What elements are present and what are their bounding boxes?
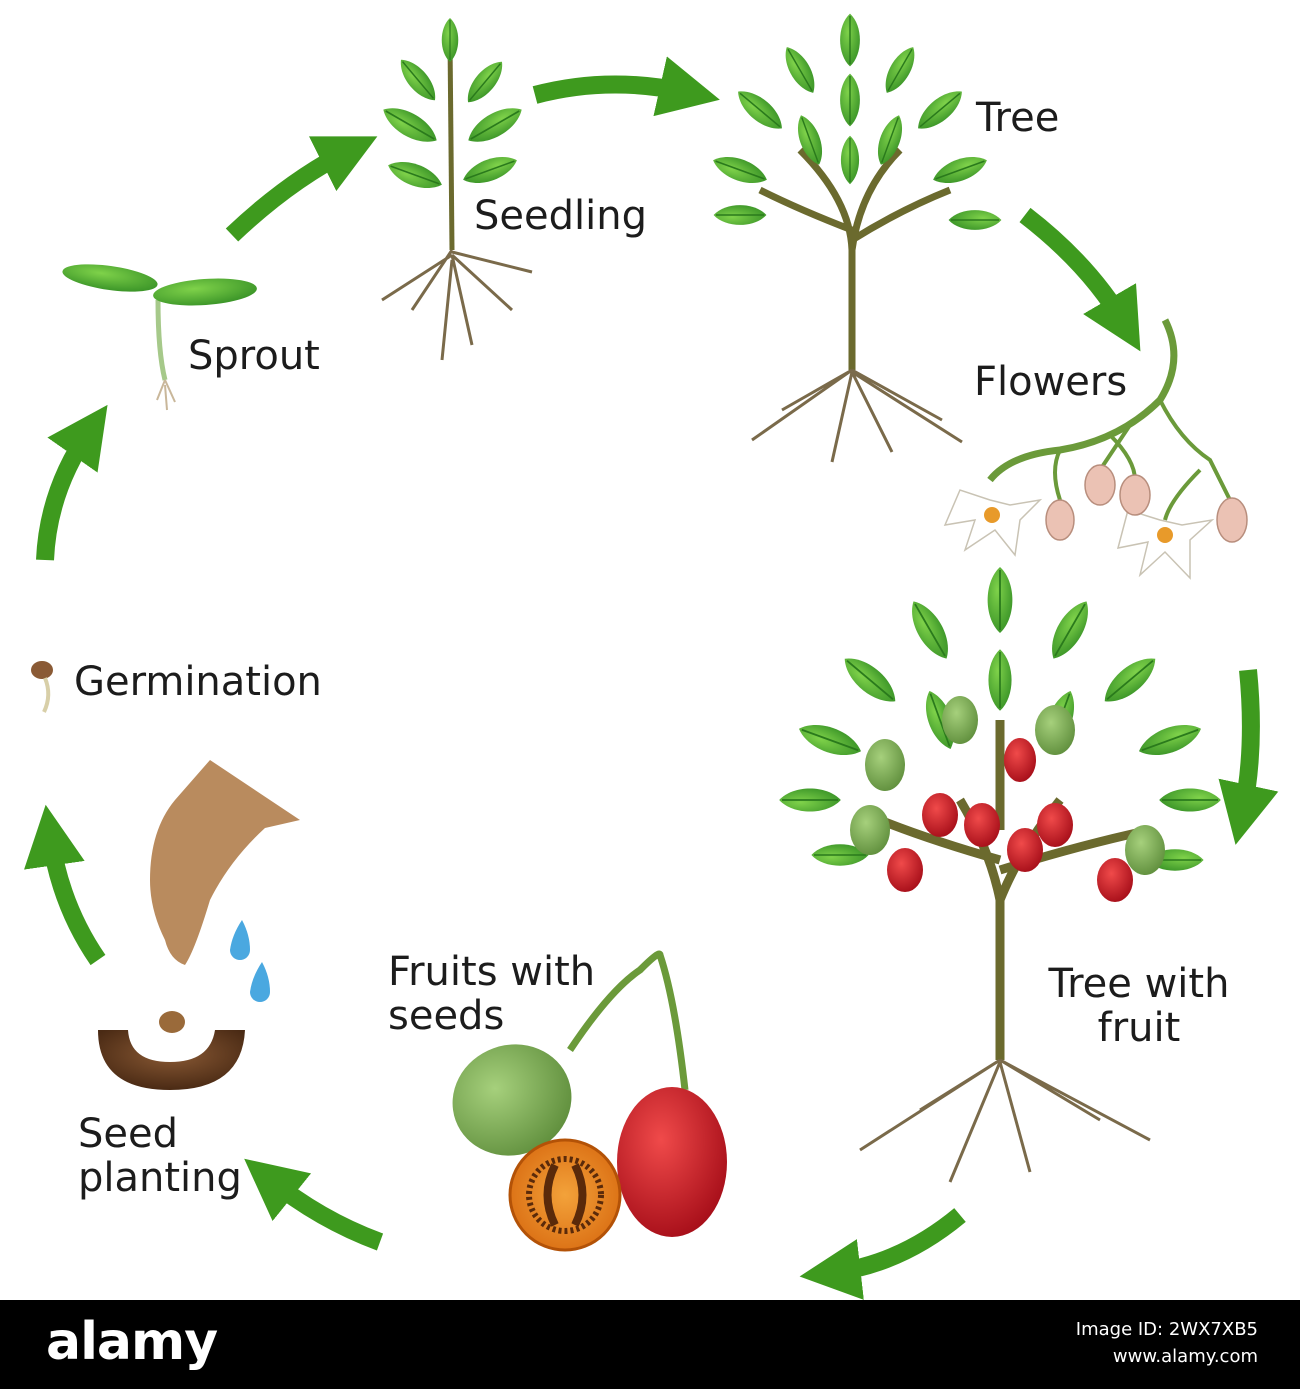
flowers-illustration bbox=[943, 318, 1248, 580]
cycle-arrows bbox=[24, 56, 1279, 1300]
arrow-planting-to-germination bbox=[24, 804, 106, 966]
site-url-text: www.alamy.com bbox=[1112, 1346, 1258, 1367]
watermark-footer: alamy Image ID: 2WX7XB5 www.alamy.com bbox=[0, 1300, 1300, 1389]
label-tree: Tree bbox=[976, 95, 1060, 141]
arrow-sprout-to-seedling bbox=[225, 136, 378, 242]
footer-meta: Image ID: 2WX7XB5 www.alamy.com bbox=[1076, 1316, 1258, 1370]
label-flowers: Flowers bbox=[974, 359, 1128, 405]
label-fruits-with-seeds-line1: Fruits with bbox=[388, 949, 596, 995]
tree-illustration bbox=[708, 12, 1003, 463]
arrow-fruits-to-planting bbox=[244, 1158, 384, 1251]
label-fruits-with-seeds: Fruits with seeds bbox=[388, 950, 595, 1038]
arrow-germination-to-sprout bbox=[36, 404, 108, 561]
label-seedling: Seedling bbox=[474, 193, 647, 239]
alamy-logo: alamy bbox=[46, 1312, 218, 1372]
arrow-fruit-tree-to-fruits bbox=[799, 1208, 966, 1300]
sprout-illustration bbox=[62, 264, 257, 411]
arrow-seedling-to-tree bbox=[532, 56, 720, 117]
label-fruits-with-seeds-line2: seeds bbox=[388, 993, 505, 1039]
label-seed-planting-line1: Seed bbox=[78, 1111, 178, 1157]
label-tree-with-fruit-line2: fruit bbox=[1097, 1005, 1181, 1051]
tree-with-fruit-illustration bbox=[778, 566, 1222, 1183]
label-sprout: Sprout bbox=[188, 333, 320, 379]
label-seed-planting-line2: planting bbox=[78, 1155, 242, 1201]
seedling-illustration bbox=[376, 17, 533, 361]
germination-illustration bbox=[31, 661, 53, 713]
image-id-text: Image ID: 2WX7XB5 bbox=[1075, 1319, 1258, 1340]
label-tree-with-fruit: Tree with fruit bbox=[1034, 962, 1244, 1050]
fruits-with-seeds-illustration bbox=[452, 950, 727, 1252]
label-germination: Germination bbox=[74, 659, 322, 705]
label-seed-planting: Seed planting bbox=[78, 1112, 242, 1200]
life-cycle-diagram bbox=[24, 12, 1279, 1300]
arrow-flowers-to-fruit-tree bbox=[1218, 669, 1279, 845]
label-tree-with-fruit-line1: Tree with bbox=[1048, 961, 1230, 1007]
seed-planting-illustration bbox=[98, 760, 300, 1090]
arrow-tree-to-flowers bbox=[1019, 207, 1141, 352]
